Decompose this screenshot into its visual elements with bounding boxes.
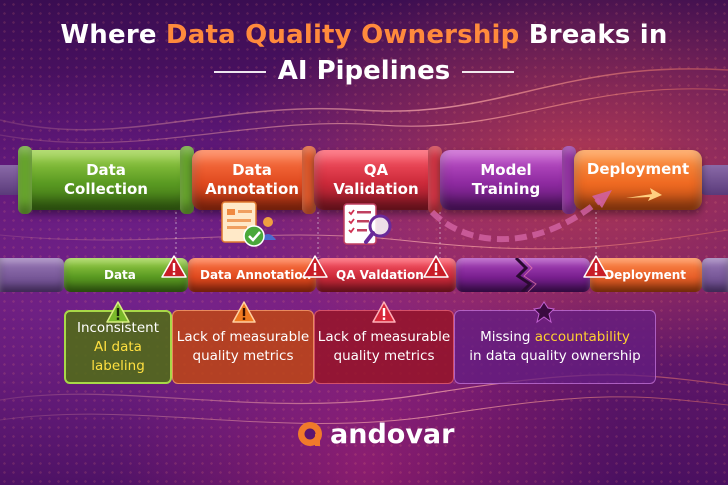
pipe-stub-right <box>700 165 728 195</box>
warning-icon <box>106 301 130 323</box>
warning-icon <box>423 255 449 278</box>
warning-icon <box>302 255 328 278</box>
arrow-icon <box>626 188 662 201</box>
andovar-logo: andovar <box>296 416 454 452</box>
lower-pipe-stub-left <box>0 258 64 292</box>
page-title-line2: AI Pipelines <box>0 54 728 88</box>
issue-inconsistent-labeling: Inconsistent AI data labeling <box>64 310 172 384</box>
andovar-logo-icon <box>298 422 322 446</box>
document-check-icon <box>221 201 276 247</box>
crack-icon <box>514 258 537 292</box>
lower-pipe-broken <box>456 258 590 292</box>
lower-pipe-deployment: Deployment <box>590 258 702 292</box>
issue-annotation-metrics: Lack of measurable quality metrics <box>172 310 314 384</box>
warning-icon <box>583 255 609 278</box>
issue-missing-accountability: Missing accountability in data quality o… <box>454 310 656 384</box>
broken-piece-icon <box>532 301 556 324</box>
warning-icon <box>161 255 187 278</box>
warning-icon <box>232 301 256 323</box>
lower-pipe-stub-right <box>702 258 728 292</box>
warning-icon <box>372 301 396 323</box>
page-title: Where Data Quality Ownership Breaks in <box>60 20 668 50</box>
qa-magnifier-icon <box>343 203 392 245</box>
lower-pipe-annotation: Data Annotation <box>188 258 316 292</box>
